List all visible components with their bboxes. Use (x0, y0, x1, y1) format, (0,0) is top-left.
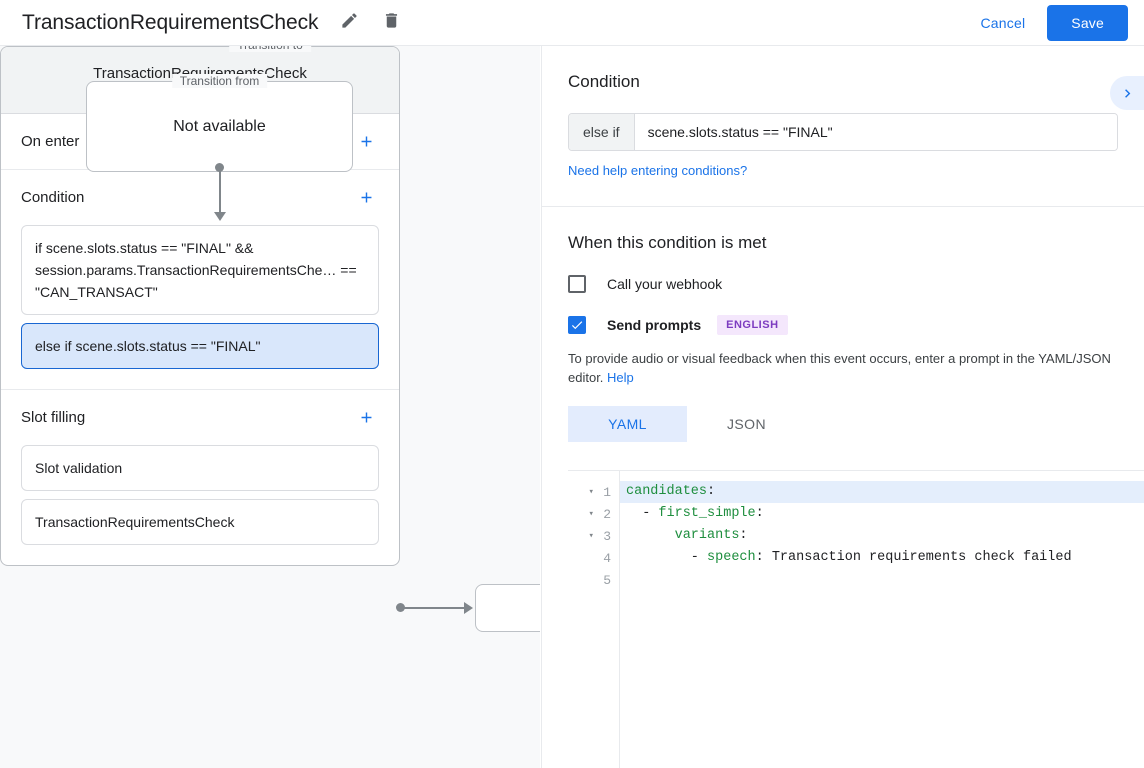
transition-from-text: Not available (173, 117, 266, 135)
condition-connector-dot (396, 603, 405, 612)
plus-icon (361, 412, 371, 423)
condition-editor-section: Condition else if scene.slots.status == … (542, 46, 1144, 180)
line-number: 3 (603, 528, 611, 544)
code-key: candidates (626, 484, 708, 499)
condition-operator-label: else if (569, 114, 635, 150)
condition-heading: Condition (568, 72, 640, 91)
panel-divider (542, 206, 1144, 207)
call-webhook-checkbox[interactable] (568, 275, 586, 293)
line-number: 5 (603, 572, 611, 588)
plus-icon (361, 192, 371, 203)
line-number: 1 (603, 484, 611, 500)
code-line[interactable] (620, 569, 1144, 591)
section-condition: Condition if scene.slots.status == "FINA… (1, 170, 399, 390)
transition-from-legend: Transition from (171, 74, 268, 88)
add-on-enter-button[interactable] (353, 129, 379, 155)
tab-json[interactable]: JSON (727, 416, 766, 432)
section-title-slot-filling: Slot filling (21, 409, 86, 426)
when-condition-met-heading: When this condition is met (568, 233, 767, 252)
code-colon: : (739, 528, 748, 543)
code-key: speech (707, 550, 756, 565)
cancel-button[interactable]: Cancel (980, 14, 1026, 31)
section-title-on-enter: On enter (21, 133, 80, 150)
connector-dot-top (215, 163, 224, 172)
code-line[interactable]: - first_simple: (620, 503, 1144, 525)
transition-to-legend: Transition to (229, 46, 311, 52)
section-header-on-enter: On enter (21, 114, 379, 169)
flow-graph-panel: Transition from Not available Transition… (0, 46, 540, 768)
section-title-condition: Condition (21, 189, 85, 206)
edit-name-button[interactable] (334, 8, 364, 38)
send-prompts-row[interactable]: Send prompts ENGLISH (568, 315, 1118, 335)
when-condition-met-section: When this condition is met Call your web… (542, 207, 1144, 442)
editor-gutter: ▾ 1 ▾ 2 ▾ 3 4 5 (568, 471, 620, 768)
fold-arrow-icon[interactable]: ▾ (588, 509, 594, 519)
condition-item[interactable]: if scene.slots.status == "FINAL" && sess… (21, 225, 379, 315)
yaml-code-editor[interactable]: ▾ 1 ▾ 2 ▾ 3 4 5 candidates: - first_si (568, 470, 1144, 768)
code-value: Transaction requirements check failed (763, 550, 1072, 565)
fold-arrow-icon[interactable]: ▾ (588, 531, 594, 541)
condition-connector-arrow (464, 602, 473, 614)
page-title: TransactionRequirementsCheck (22, 10, 319, 34)
condition-item-selected[interactable]: else if scene.slots.status == "FINAL" (21, 323, 379, 369)
gutter-row[interactable]: ▾ 1 (568, 481, 619, 503)
delete-button[interactable] (376, 8, 406, 38)
code-line[interactable]: - speech: Transaction requirements check… (620, 547, 1144, 569)
tab-yaml[interactable]: YAML (568, 406, 687, 442)
condition-expression-input[interactable]: scene.slots.status == "FINAL" (634, 114, 1117, 150)
code-key: first_simple (658, 506, 756, 521)
prompts-helper-sentence: To provide audio or visual feedback when… (568, 351, 1111, 385)
gutter-row[interactable]: ▾ 3 (568, 525, 619, 547)
prompts-help-link[interactable]: Help (607, 370, 634, 385)
connector-line-vertical (219, 168, 221, 216)
plus-icon (361, 136, 371, 147)
code-line[interactable]: candidates: (620, 481, 1144, 503)
code-colon: : (707, 484, 716, 499)
add-slot-filling-button[interactable] (353, 405, 379, 431)
language-badge: ENGLISH (717, 315, 788, 335)
transition-from-node[interactable]: Transition from Not available (86, 74, 353, 172)
editor-format-tabs: YAML JSON (568, 406, 1118, 442)
editor-code-area[interactable]: candidates: - first_simple: variants: - … (620, 471, 1144, 768)
next-node-partial[interactable] (475, 584, 540, 632)
save-button[interactable]: Save (1047, 4, 1128, 41)
code-colon: : (755, 550, 764, 565)
condition-input-row[interactable]: else if scene.slots.status == "FINAL" (568, 113, 1118, 151)
detail-panel: Condition else if scene.slots.status == … (541, 46, 1144, 768)
slot-filling-item[interactable]: Slot validation (21, 445, 379, 491)
prompts-helper-text: To provide audio or visual feedback when… (568, 349, 1118, 387)
chevron-right-icon (1124, 88, 1130, 98)
condition-connector-line (404, 607, 466, 609)
code-colon: : (755, 506, 764, 521)
call-webhook-row[interactable]: Call your webhook (568, 275, 1118, 293)
code-key: variants (674, 528, 740, 543)
pencil-icon (340, 11, 359, 35)
slot-filling-item[interactable]: TransactionRequirementsCheck (21, 499, 379, 545)
section-header-condition: Condition (21, 170, 379, 225)
line-number: 4 (603, 550, 611, 566)
fold-arrow-icon[interactable]: ▾ (588, 487, 594, 497)
code-indent (626, 528, 675, 543)
app-header: TransactionRequirementsCheck Cancel Save (0, 0, 1144, 46)
section-header-slot-filling: Slot filling (21, 390, 379, 445)
condition-help-link[interactable]: Need help entering conditions? (568, 163, 748, 178)
connector-arrow-down (214, 212, 226, 221)
section-slot-filling: Slot filling Slot validation Transaction… (1, 390, 399, 565)
code-indent: - (626, 550, 708, 565)
trash-icon (382, 11, 401, 35)
check-icon (571, 321, 583, 330)
send-prompts-checkbox[interactable] (568, 316, 586, 334)
code-indent: - (626, 506, 659, 521)
call-webhook-label: Call your webhook (607, 276, 723, 292)
gutter-row[interactable]: ▾ 2 (568, 503, 619, 525)
expand-panel-button[interactable] (1110, 76, 1144, 110)
gutter-row[interactable]: 5 (568, 569, 619, 591)
line-number: 2 (603, 506, 611, 522)
gutter-row[interactable]: 4 (568, 547, 619, 569)
add-condition-button[interactable] (353, 185, 379, 211)
code-line[interactable]: variants: (620, 525, 1144, 547)
send-prompts-label: Send prompts (607, 317, 702, 333)
